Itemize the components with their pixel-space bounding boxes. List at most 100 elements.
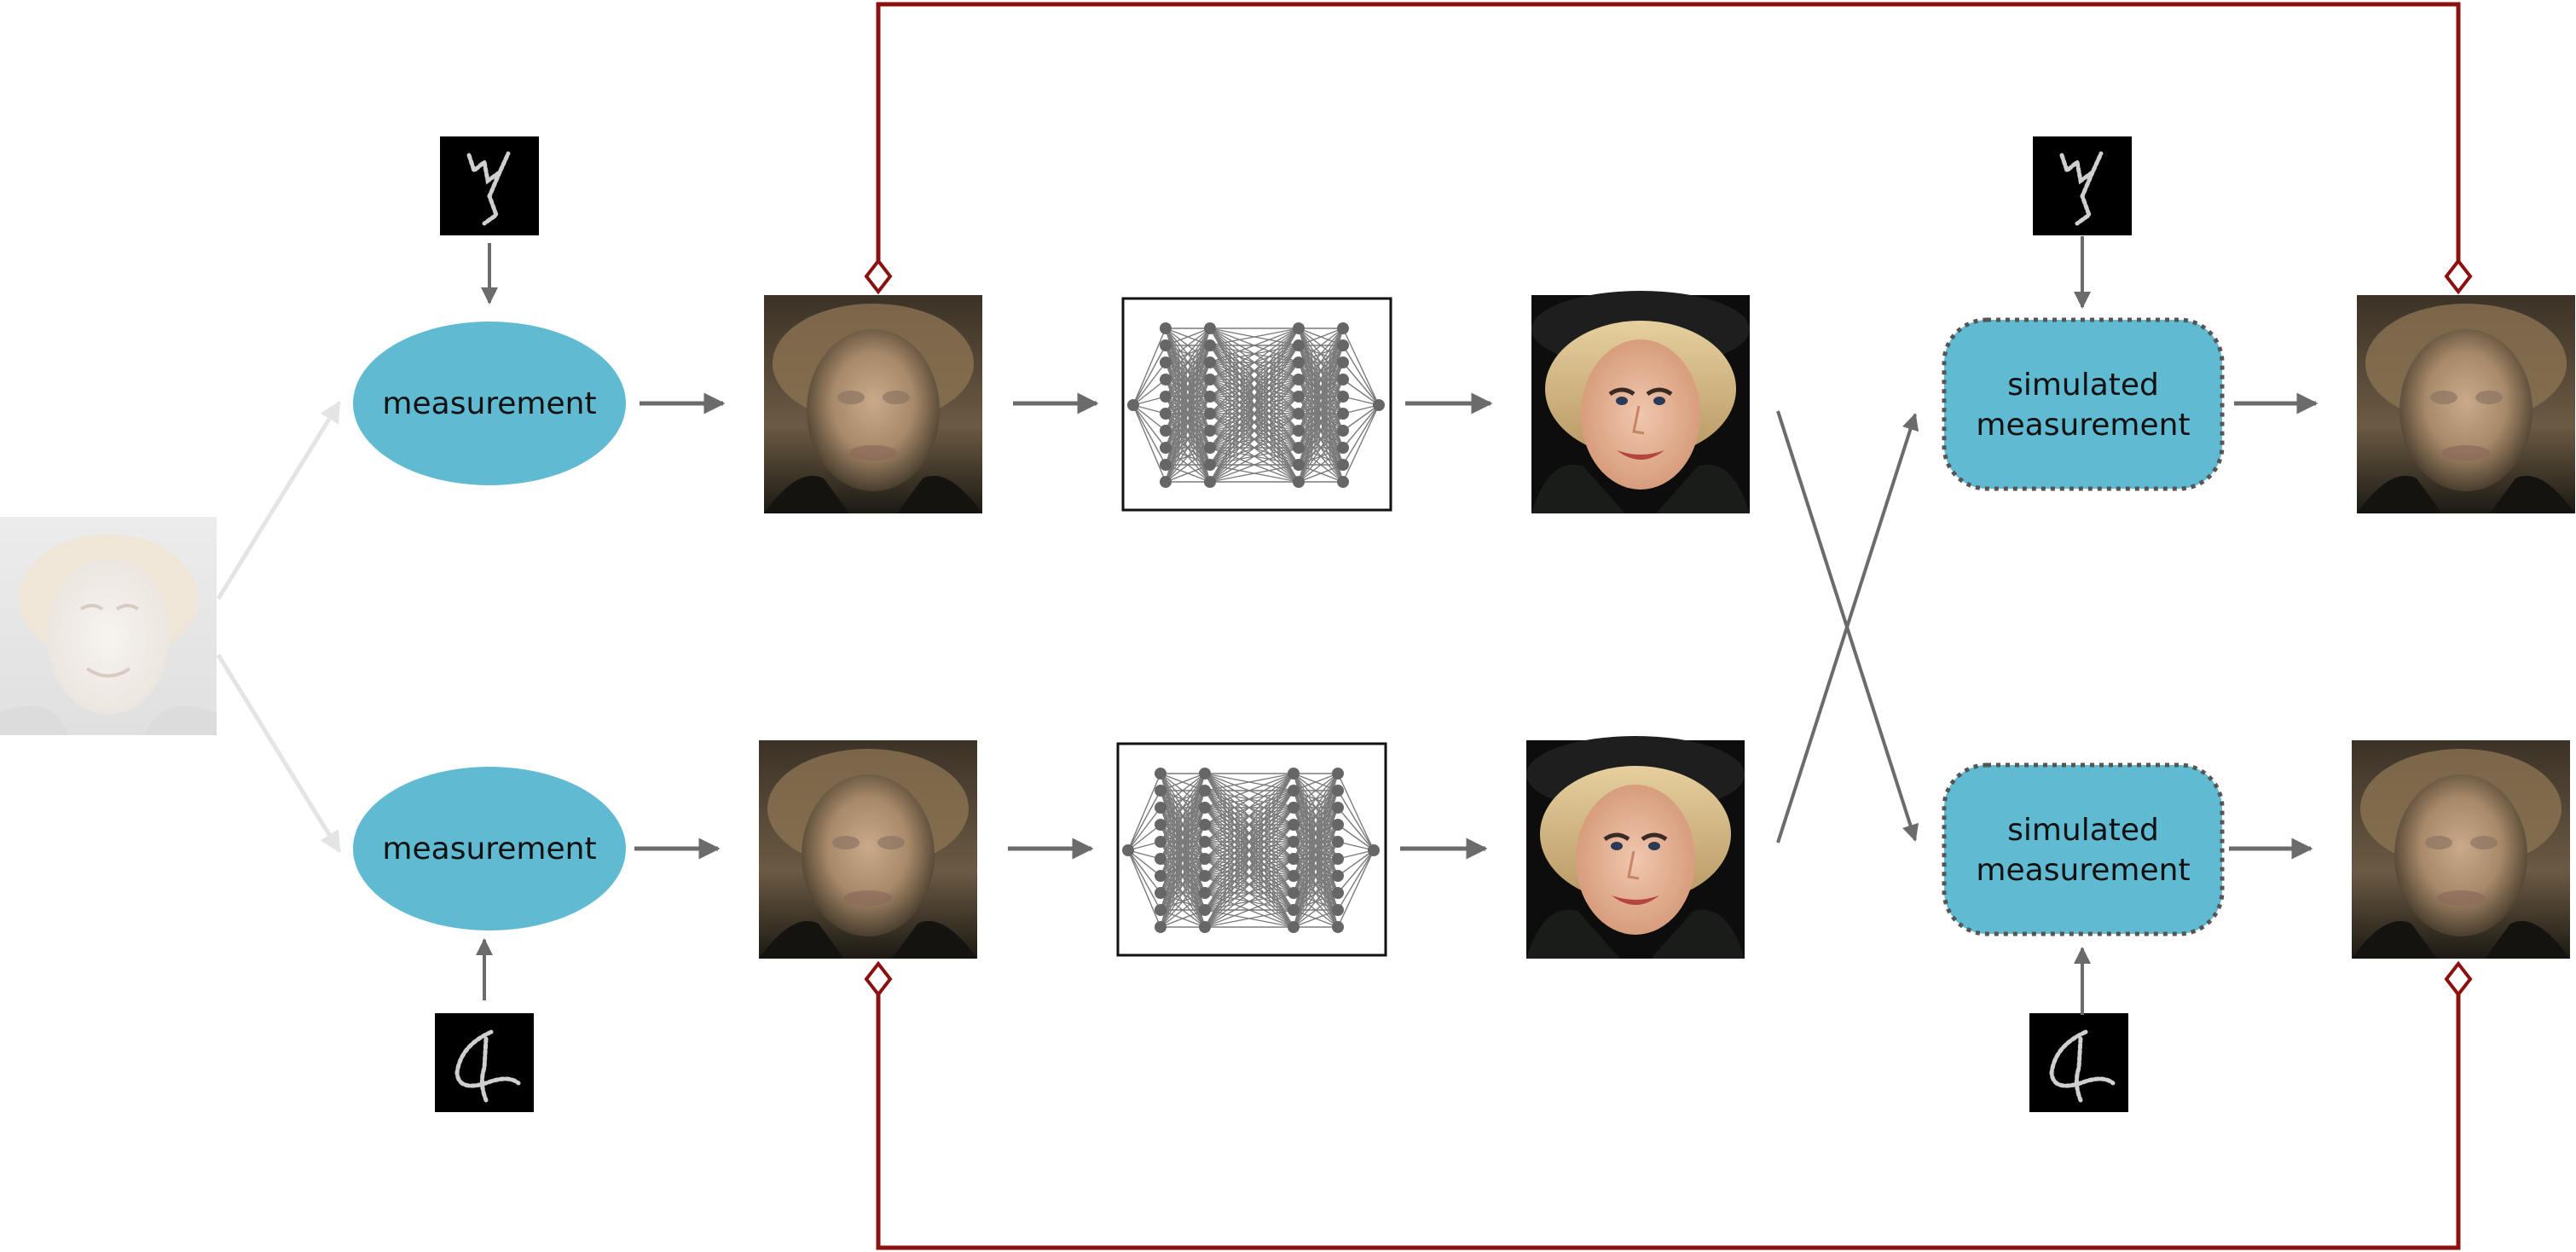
network-node <box>1332 785 1344 797</box>
network-edge <box>1209 327 1300 363</box>
network-edge <box>1160 892 1206 928</box>
network-edge <box>1298 396 1344 483</box>
fade-arrow-bottom <box>216 653 342 854</box>
network-node <box>1155 836 1166 848</box>
network-edge <box>1293 773 1339 894</box>
network-edge <box>1337 849 1375 860</box>
network-node <box>1204 356 1216 368</box>
network-edge <box>1342 345 1380 406</box>
network-edge <box>1298 464 1344 483</box>
simulated-label-bottom-1: simulated <box>2007 813 2159 848</box>
network-edge <box>1160 858 1206 928</box>
network-node <box>1288 836 1300 848</box>
network-edge <box>1298 327 1344 363</box>
network-edge <box>1337 849 1375 928</box>
network-node <box>1293 476 1305 488</box>
network-edge <box>1293 773 1339 860</box>
network-edge <box>1293 773 1339 843</box>
network-edge <box>1165 327 1211 483</box>
network-edge <box>1342 404 1380 466</box>
network-edge <box>1342 404 1380 483</box>
network-edge <box>1209 327 1300 380</box>
network-edge <box>1209 430 1300 483</box>
network-edge <box>1298 327 1344 397</box>
network-node <box>1293 374 1305 385</box>
network-edge <box>1165 362 1211 483</box>
network-node <box>1155 819 1166 831</box>
network-node <box>1288 802 1300 814</box>
network-edge <box>1293 773 1339 928</box>
network-edge <box>1165 396 1211 483</box>
network-edge <box>1293 858 1339 928</box>
network-node <box>1204 339 1216 351</box>
network-node <box>1373 399 1385 411</box>
network-edge <box>1165 430 1211 483</box>
network-edge <box>1127 849 1161 894</box>
network-node <box>1155 870 1166 882</box>
network-node <box>1204 476 1216 488</box>
network-edge <box>1160 773 1206 877</box>
network-node <box>1155 853 1166 865</box>
network-edge <box>1165 327 1211 432</box>
simulated-label-bottom-2: measurement <box>1976 853 2190 888</box>
network-node <box>1199 836 1211 848</box>
network-node <box>1155 921 1166 933</box>
network-edge <box>1160 773 1206 894</box>
network-edge <box>1293 773 1339 911</box>
network-edge <box>1337 807 1375 851</box>
network-edge <box>1293 875 1339 928</box>
network-edge <box>1165 327 1211 397</box>
network-edge <box>1165 345 1211 483</box>
network-edge <box>1337 849 1375 877</box>
network-node <box>1288 904 1300 916</box>
network-node <box>1127 399 1139 411</box>
network-node <box>1332 853 1344 865</box>
network-node <box>1332 768 1344 780</box>
network-edge <box>1342 404 1380 414</box>
network-node <box>1288 768 1300 780</box>
network-node <box>1204 322 1216 334</box>
measurement-node-top: measurement <box>353 322 626 485</box>
network-edge <box>1165 327 1211 414</box>
mask-bottom-simulated-image <box>2029 1013 2128 1112</box>
network-node <box>1332 904 1344 916</box>
network-node <box>1293 459 1305 471</box>
network-node <box>1155 802 1166 814</box>
network-edge <box>1132 404 1166 432</box>
network-node <box>1160 356 1172 368</box>
reconstructed-face-top <box>1531 291 1750 513</box>
network-edge <box>1342 379 1380 406</box>
network-edge <box>1132 345 1166 406</box>
network-edge <box>1204 773 1294 860</box>
network-node <box>1204 425 1216 437</box>
network-node <box>1199 887 1211 899</box>
network-node <box>1337 459 1349 471</box>
blurred-face-top <box>764 295 982 513</box>
network-edge <box>1209 327 1300 449</box>
cross-arrow-up <box>1776 413 1919 843</box>
network-node <box>1332 870 1344 882</box>
consistency-link-top <box>864 2 2473 295</box>
network-edge <box>1209 379 1300 483</box>
network-edge <box>1160 790 1206 928</box>
network-edge <box>1293 824 1339 928</box>
network-node <box>1288 921 1300 933</box>
network-node <box>1160 391 1172 403</box>
network-edge <box>1165 447 1211 483</box>
source-face-image <box>0 515 218 737</box>
network-node <box>1122 844 1134 856</box>
network-edge <box>1209 362 1300 483</box>
network-edge <box>1160 773 1206 826</box>
network-edge <box>1209 327 1300 432</box>
network-edge <box>1160 773 1206 791</box>
network-node <box>1337 476 1349 488</box>
network-node <box>1160 374 1172 385</box>
network-edge <box>1127 849 1161 911</box>
network-edge <box>1160 841 1206 928</box>
network-node <box>1337 391 1349 403</box>
network-edge <box>1204 773 1294 843</box>
network-node <box>1204 391 1216 403</box>
network-edge <box>1298 327 1344 414</box>
network-edge <box>1337 790 1375 851</box>
measurement-label-bottom: measurement <box>382 832 596 867</box>
